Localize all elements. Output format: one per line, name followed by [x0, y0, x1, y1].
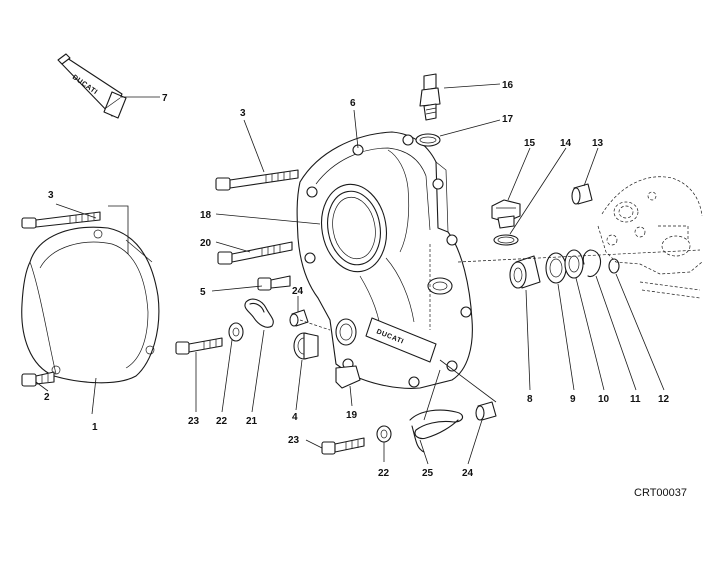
part-24-dowel-upper[interactable] — [289, 309, 309, 327]
callout-3-top[interactable]: 3 — [240, 108, 246, 119]
drawing-code: CRT00037 — [634, 487, 687, 499]
callout-labels: 1 2 3 3 4 5 6 7 8 9 10 11 12 13 14 15 16… — [44, 80, 670, 479]
callout-25[interactable]: 25 — [422, 468, 434, 479]
callout-12[interactable]: 12 — [658, 394, 670, 405]
part-17-o-ring[interactable] — [415, 133, 441, 147]
callout-21[interactable]: 21 — [246, 416, 258, 427]
part-24-dowel-lower[interactable] — [475, 401, 497, 421]
part-5-bolt[interactable] — [257, 275, 291, 291]
part-3-bolt-left[interactable] — [21, 211, 101, 229]
part-23-bolt-left[interactable] — [175, 337, 223, 355]
leader-lines — [35, 83, 701, 465]
callout-24-lower[interactable]: 24 — [462, 468, 474, 479]
part-13-dowel[interactable] — [571, 183, 593, 205]
callout-1[interactable]: 1 — [92, 422, 98, 433]
callout-6[interactable]: 6 — [350, 98, 356, 109]
part-15-filler-plug[interactable] — [491, 199, 521, 229]
part-1-clutch-cover[interactable] — [21, 226, 160, 384]
part-6-crankcase-cover[interactable]: DUCATI — [296, 131, 473, 389]
callout-22-lower[interactable]: 22 — [378, 468, 390, 479]
part-9-seal-ring[interactable] — [545, 252, 567, 284]
callout-14[interactable]: 14 — [560, 138, 572, 149]
callout-4[interactable]: 4 — [292, 412, 298, 423]
part-20-bolt[interactable] — [217, 241, 293, 265]
part-22-washer-left[interactable] — [228, 322, 244, 342]
callout-23-lower[interactable]: 23 — [288, 435, 300, 446]
callout-18[interactable]: 18 — [200, 210, 212, 221]
engine-block-reference — [597, 176, 703, 299]
callout-23-upper[interactable]: 23 — [188, 416, 200, 427]
callout-9[interactable]: 9 — [570, 394, 576, 405]
part-22-washer-lower[interactable] — [376, 425, 392, 443]
part-14-o-ring[interactable] — [493, 234, 519, 246]
callout-5[interactable]: 5 — [200, 287, 206, 298]
part-3-bolt-top[interactable] — [215, 169, 299, 191]
part-8-bush[interactable] — [509, 255, 541, 289]
callout-17[interactable]: 17 — [502, 114, 514, 125]
part-21-spring-clip[interactable] — [244, 298, 274, 328]
callout-8[interactable]: 8 — [527, 394, 533, 405]
callout-19[interactable]: 19 — [346, 410, 358, 421]
callout-11[interactable]: 11 — [630, 394, 641, 405]
callout-3-left[interactable]: 3 — [48, 190, 54, 201]
callout-24-upper[interactable]: 24 — [292, 286, 304, 297]
callout-13[interactable]: 13 — [592, 138, 604, 149]
part-2-bolt[interactable] — [21, 371, 55, 387]
part-10-bearing[interactable] — [564, 249, 584, 279]
part-16-temperature-sensor[interactable] — [419, 73, 441, 121]
callout-20[interactable]: 20 — [200, 238, 212, 249]
callout-10[interactable]: 10 — [598, 394, 610, 405]
callout-15[interactable]: 15 — [524, 138, 536, 149]
part-25-spring-clip[interactable] — [409, 409, 464, 453]
part-19-gasket[interactable] — [335, 365, 361, 389]
callout-2[interactable]: 2 — [44, 392, 50, 403]
callout-7[interactable]: 7 — [162, 93, 168, 104]
callout-16[interactable]: 16 — [502, 80, 514, 91]
callout-22-upper[interactable]: 22 — [216, 416, 228, 427]
part-12-o-ring[interactable] — [608, 258, 620, 274]
part-4-oil-sight-glass[interactable] — [293, 332, 319, 360]
part-23-bolt-lower[interactable] — [321, 437, 365, 455]
